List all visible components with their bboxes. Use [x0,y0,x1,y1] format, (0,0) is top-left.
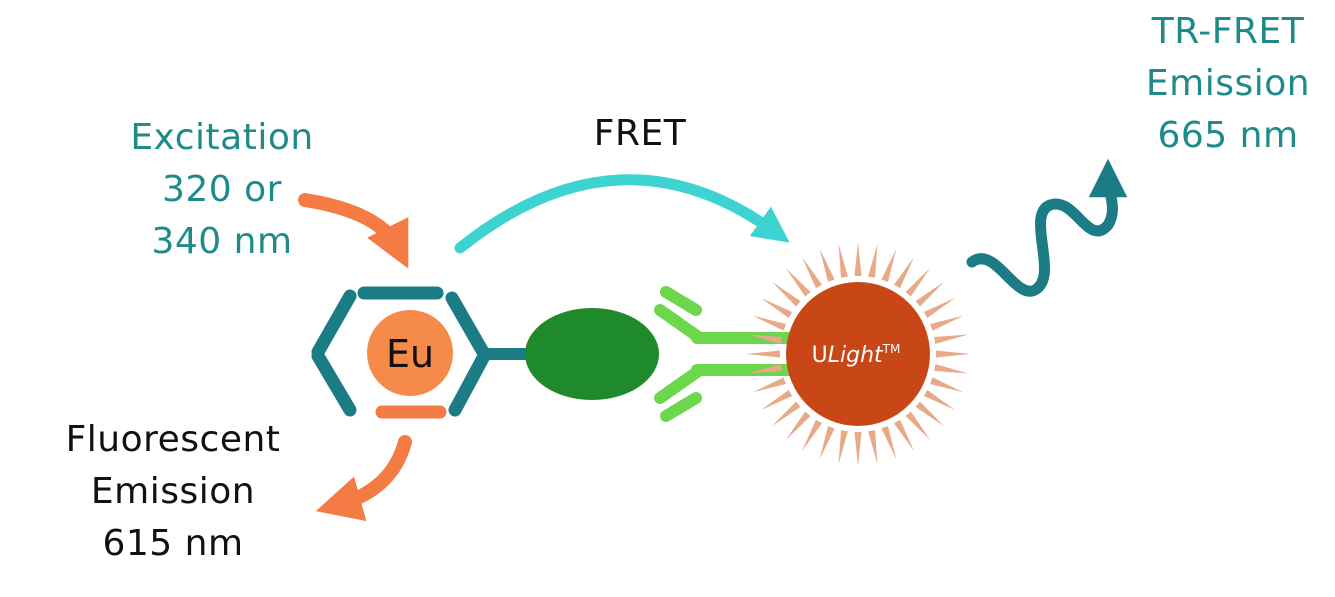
acceptor-ray [923,389,955,410]
acceptor-ray [761,389,793,410]
acceptor-ray [915,401,944,426]
acceptor-ray [854,432,862,466]
ulight-label-prefix: U [812,343,828,368]
acceptor-ray [905,411,930,440]
acceptor-ray [868,243,878,278]
acceptor-ray [802,419,823,451]
acceptor-ray [936,350,970,358]
tr-fret-line-2: Emission [1145,63,1311,104]
acceptor-ray [893,419,914,451]
antigen-ellipse [525,308,659,400]
europium-label: Eu [386,332,434,376]
ulight-label: ULightTM [812,342,901,368]
acceptor-ray [819,248,835,282]
donor-chelate: Eu [311,286,530,419]
acceptor-ray [752,377,786,393]
ulight-acceptor [786,282,930,426]
acceptor-ray [747,334,782,344]
acceptor-ray [881,248,897,282]
acceptor-ray [893,257,914,289]
acceptor-ray [905,268,930,297]
excitation-arrow [298,193,409,269]
fret-label: FRET [560,108,720,160]
fret-arrow [454,174,790,254]
acceptor-ray [819,426,835,460]
ulight-label-italic: Light [828,343,884,368]
hexagon-segment-top-right [445,291,490,359]
excitation-line-3: 340 nm [151,221,293,262]
europium-ion [367,310,453,396]
acceptor-ray [934,364,969,374]
acceptor-ray [772,282,801,307]
fluorescent-line-3: 615 nm [102,523,244,564]
hexagon-segment-bottom-right [448,351,490,417]
antibody-heavy-chain-top [654,304,703,342]
excitation-line-1: Excitation [130,117,314,158]
excitation-label: Excitation 320 or 340 nm [112,112,332,268]
acceptor-ray [838,243,848,278]
acceptor-ray [854,242,862,276]
fluorescent-line-2: Emission [90,471,256,512]
acceptor-ray [838,430,848,465]
antibody-light-chain-top [660,286,702,316]
acceptor-ray [934,334,969,344]
acceptor-ray [761,298,793,319]
excitation-line-2: 320 or [162,169,282,210]
tr-fret-line-1: TR-FRET [1151,11,1305,52]
hexagon-segment-top-left [311,289,357,359]
fluorescent-emission-label: Fluorescent Emission 615 nm [46,414,300,570]
acceptor-ray [930,377,964,393]
acceptor-ray [772,401,801,426]
acceptor-ray [786,411,811,440]
acceptor-ray [915,282,944,307]
tr-fret-emission-label: TR-FRET Emission 665 nm [1130,6,1326,162]
tr-fret-line-3: 665 nm [1157,115,1299,156]
ulight-trademark: TM [882,342,901,356]
acceptor-ray [868,430,878,465]
acceptor-rays [746,242,970,466]
acceptor-ray [930,315,964,331]
acceptor-ray [786,268,811,297]
hexagon-segment-bottom-left [311,349,357,417]
fret-text: FRET [593,113,687,154]
antibody-light-chain-bottom [660,392,702,422]
acceptor-ray [923,298,955,319]
acceptor-ray [746,350,780,358]
acceptor-ray [881,426,897,460]
fluorescent-line-1: Fluorescent [65,419,281,460]
antibody-heavy-chain-bottom [654,366,703,404]
fluorescent-emission-arrow [315,435,412,522]
acceptor-ray [802,257,823,289]
acceptor-ray [747,364,782,374]
acceptor-ray [752,315,786,331]
tr-fret-emission-arrow [966,158,1128,297]
